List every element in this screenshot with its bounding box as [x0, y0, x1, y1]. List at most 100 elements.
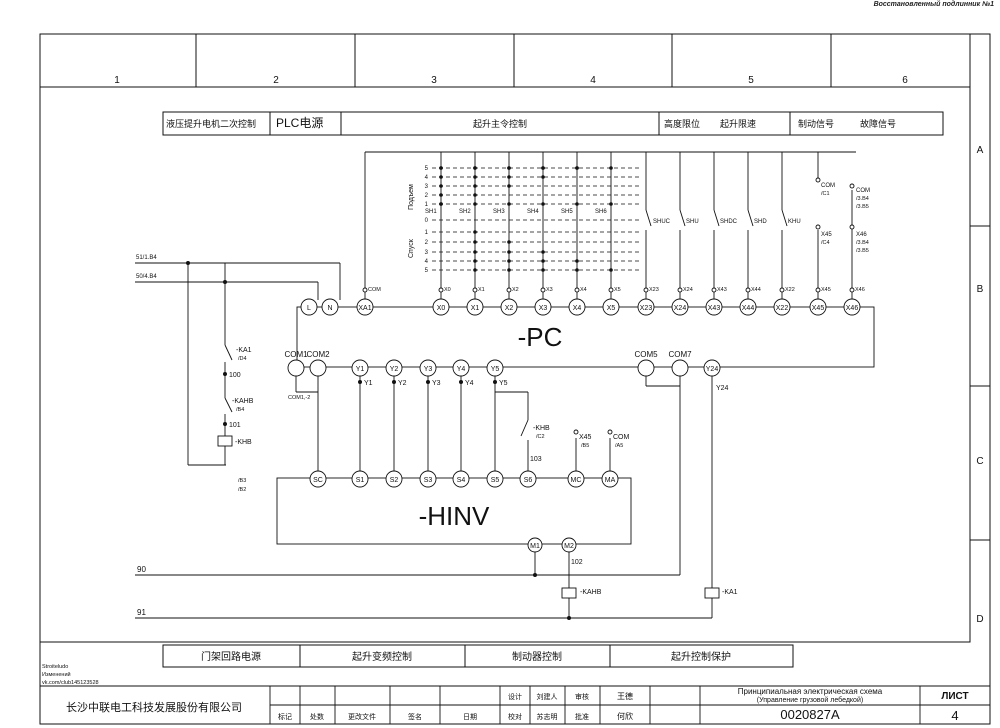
plc-input-label: XA1 — [358, 305, 371, 312]
plc-input-tag: X4 — [580, 287, 587, 293]
column-label: 4 — [590, 75, 596, 86]
limit-switch-label: SHD — [754, 219, 767, 225]
plc-output-label: Y5 — [491, 366, 500, 373]
switch-position: 1 — [425, 202, 429, 208]
switch-position: 3 — [425, 184, 429, 190]
plc-output-terminal — [419, 359, 437, 377]
inverter-terminal-label: MC — [571, 477, 582, 484]
inverter-terminal — [351, 470, 369, 488]
relay-ref: /B4 — [236, 407, 244, 413]
plc-output-label: Y2 — [390, 366, 399, 373]
motor-terminal — [561, 537, 577, 553]
plc-input-terminal — [432, 298, 450, 316]
node-label: 100 — [229, 372, 241, 379]
switch-position: 2 — [425, 240, 429, 246]
company-name: 长沙中联电工科技发展股份有限公司 — [66, 700, 242, 714]
title-block-cell: 标记 — [278, 712, 292, 721]
terminal-ref: /3.B4 — [856, 196, 869, 202]
plc-output-com-label: COM1 — [284, 350, 308, 359]
terminal-ref: /3.B5 — [856, 204, 869, 210]
column-label: 3 — [431, 75, 437, 86]
switch-contact-label: SH5 — [561, 209, 573, 215]
plc-input-tag: X5 — [614, 287, 621, 293]
plc-input-terminal — [500, 298, 518, 316]
plc-output-tag: Y5 — [499, 380, 508, 387]
terminal-ref: /3.B5 — [856, 248, 869, 254]
relay-contact-label: -KA1 — [236, 347, 252, 354]
plc-input-label: X5 — [607, 305, 616, 312]
inverter-terminal — [452, 470, 470, 488]
inverter-terminal-label: S3 — [424, 477, 433, 484]
plc-input-terminal — [773, 298, 791, 316]
inverter-terminal — [567, 470, 585, 488]
stamp-text: Изменений — [42, 671, 71, 678]
plc-name: -PC — [518, 322, 563, 352]
terminal-ref-label: COM — [613, 434, 630, 441]
node-label: 103 — [530, 456, 542, 463]
terminal-ref-label: X46 — [856, 232, 867, 238]
inverter-terminal-label: S1 — [356, 477, 365, 484]
motor-terminal — [527, 537, 543, 553]
wire-label: 51/1.B4 — [136, 255, 157, 261]
signature-name: 何欣 — [617, 711, 633, 721]
document-number: 0020827A — [780, 707, 840, 722]
plc-input-tag: X44 — [751, 287, 761, 293]
relay-contact-label: -KHB — [533, 425, 550, 432]
plc-output-terminal — [486, 359, 504, 377]
plc-input-tag: X23 — [649, 287, 659, 293]
inverter-terminal — [601, 470, 619, 488]
relay-ref: /D4 — [238, 356, 247, 362]
drawing-frame — [39, 33, 991, 725]
y24-label: Y24 — [716, 385, 729, 392]
switch-position: 2 — [425, 193, 429, 199]
plc-input-label: X43 — [708, 305, 721, 312]
row-label: C — [976, 456, 983, 467]
switch-position: 0 — [425, 218, 429, 224]
plc-output-tag: Y3 — [432, 380, 441, 387]
motor-terminal-label: M1 — [530, 543, 540, 550]
plc-input-terminal — [602, 298, 620, 316]
top-bar-label: 液压提升电机二次控制 — [166, 118, 256, 129]
top-bar-label: 故障信号 — [860, 118, 896, 129]
plc-input-tag: X46 — [855, 287, 865, 293]
title-block-cell: 批准 — [575, 712, 589, 721]
switch-contact-label: SH4 — [527, 209, 539, 215]
plc-output-terminal — [287, 359, 305, 377]
inverter-terminal-label: S6 — [524, 477, 533, 484]
plc-input-label: X2 — [505, 305, 514, 312]
coil-label: -KHB — [235, 439, 252, 446]
line-label: 90 — [137, 565, 146, 574]
bottom-bar-label: 起升变频控制 — [352, 650, 412, 663]
plc-input-tag: X22 — [785, 287, 795, 293]
coil-ref: /B2 — [238, 487, 246, 493]
plc-output-terminal — [309, 359, 327, 377]
row-label: D — [976, 614, 983, 625]
inverter-name: -HINV — [419, 501, 490, 531]
plc-input-terminal — [300, 298, 318, 316]
inverter-terminal — [385, 470, 403, 488]
coil-label: -KA1 — [722, 589, 738, 596]
bottom-bar-label: 起升控制保护 — [671, 650, 731, 663]
plc-output-terminal — [385, 359, 403, 377]
title-block-cell: 校对 — [508, 712, 522, 721]
plc-output-terminal — [671, 359, 689, 377]
terminal-ref-label: X45 — [821, 232, 832, 238]
switch-position: 4 — [425, 259, 429, 265]
plc-output-label: Y1 — [356, 366, 365, 373]
switch-contact-label: SH3 — [493, 209, 505, 215]
title-block-cell: 更改文件 — [348, 712, 376, 721]
plc-output-terminal — [452, 359, 470, 377]
plc-input-label: X22 — [776, 305, 789, 312]
node-label: 102 — [571, 559, 583, 566]
plc-input-terminal — [534, 298, 552, 316]
plc-input-label: X24 — [674, 305, 687, 312]
terminal-ref-label: X45 — [579, 434, 592, 441]
limit-switch-label: SHDC — [720, 219, 738, 225]
plc-input-tag: X2 — [512, 287, 519, 293]
plc-input-terminal — [568, 298, 586, 316]
terminal-ref: /C4 — [821, 240, 830, 246]
plc-output-terminal — [703, 359, 721, 377]
plc-output-tag: Y2 — [398, 380, 407, 387]
row-label: A — [977, 145, 984, 156]
plc-input-terminal — [843, 298, 861, 316]
